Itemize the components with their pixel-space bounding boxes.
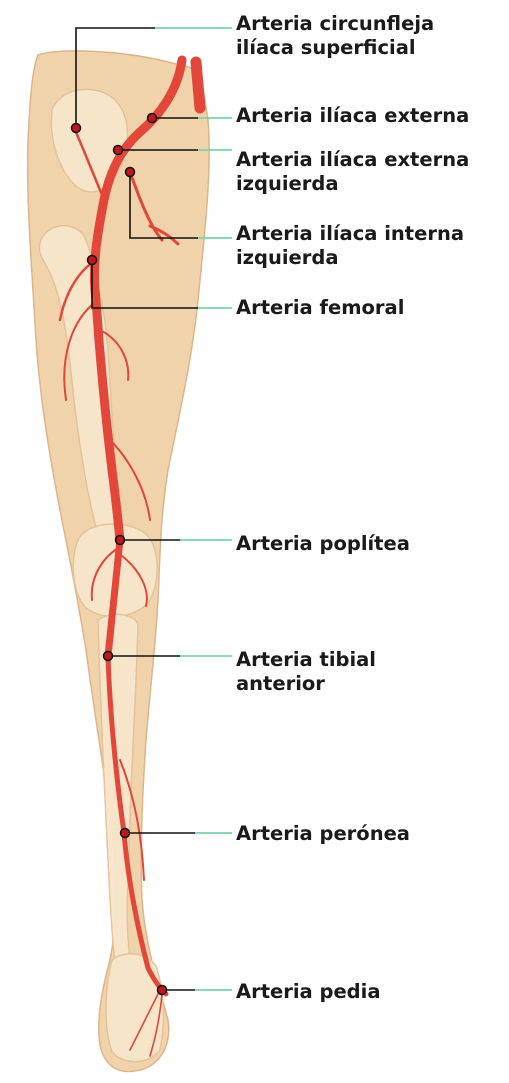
label-arteria-circunfleja: Arteria circunfleja ilíaca superficial [236,12,434,60]
label-arteria-iliaca-externa: Arteria ilíaca externa [236,104,469,128]
label-line: izquierda [236,246,464,270]
label-line: Arteria circunfleja [236,12,434,36]
callout-dot [104,652,113,661]
label-arteria-iliaca-interna-izquierda: Arteria ilíaca interna izquierda [236,222,464,270]
label-arteria-iliaca-externa-izquierda: Arteria ilíaca externa izquierda [236,148,469,196]
label-line: ilíaca superficial [236,36,434,60]
callout-dot [72,124,81,133]
label-line: anterior [236,672,376,696]
label-line: Arteria pedia [236,980,381,1004]
callout-dot [121,829,130,838]
label-line: Arteria ilíaca externa [236,148,469,172]
label-line: izquierda [236,172,469,196]
foot-bones [106,954,163,1062]
callout-dot [88,256,97,265]
label-arteria-poplitea: Arteria poplítea [236,532,410,556]
label-line: Arteria perónea [236,822,410,846]
callout-dot [158,986,167,995]
label-line: Arteria ilíaca externa [236,104,469,128]
callout-dot [126,168,135,177]
label-arteria-peronea: Arteria perónea [236,822,410,846]
callout-dot [116,536,125,545]
label-arteria-tibial-anterior: Arteria tibial anterior [236,648,376,696]
callout-dot [148,114,157,123]
label-arteria-pedia: Arteria pedia [236,980,381,1004]
callout-dot [114,146,123,155]
label-line: Arteria tibial [236,648,376,672]
artery-vessel [196,62,200,108]
label-line: Arteria femoral [236,296,404,320]
label-arteria-femoral: Arteria femoral [236,296,404,320]
label-line: Arteria ilíaca interna [236,222,464,246]
label-line: Arteria poplítea [236,532,410,556]
